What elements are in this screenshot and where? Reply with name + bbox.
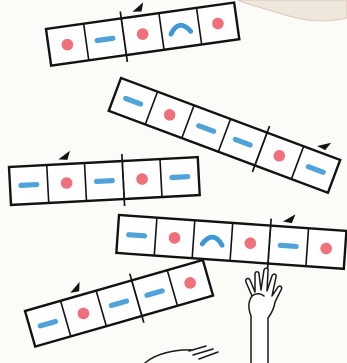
stress-marker-icon: [283, 213, 296, 223]
stress-marker-icon: [131, 2, 144, 13]
bottom-clutter: [145, 346, 218, 363]
blue-dash-icon: [169, 174, 190, 180]
strips-layer: [8, 0, 347, 353]
raised-hand-icon: [246, 268, 282, 363]
stress-marker-icon: [317, 138, 331, 151]
stress-marker-icon: [58, 151, 70, 161]
strip-3: [8, 144, 200, 212]
torn-paper-corner: [238, 0, 347, 21]
stress-marker-icon: [68, 282, 82, 294]
strip-1: [44, 0, 240, 73]
blue-dash-icon: [18, 182, 39, 188]
blue-dash-icon: [94, 178, 115, 184]
strip-5: [21, 248, 215, 354]
strip-4: [116, 202, 347, 276]
